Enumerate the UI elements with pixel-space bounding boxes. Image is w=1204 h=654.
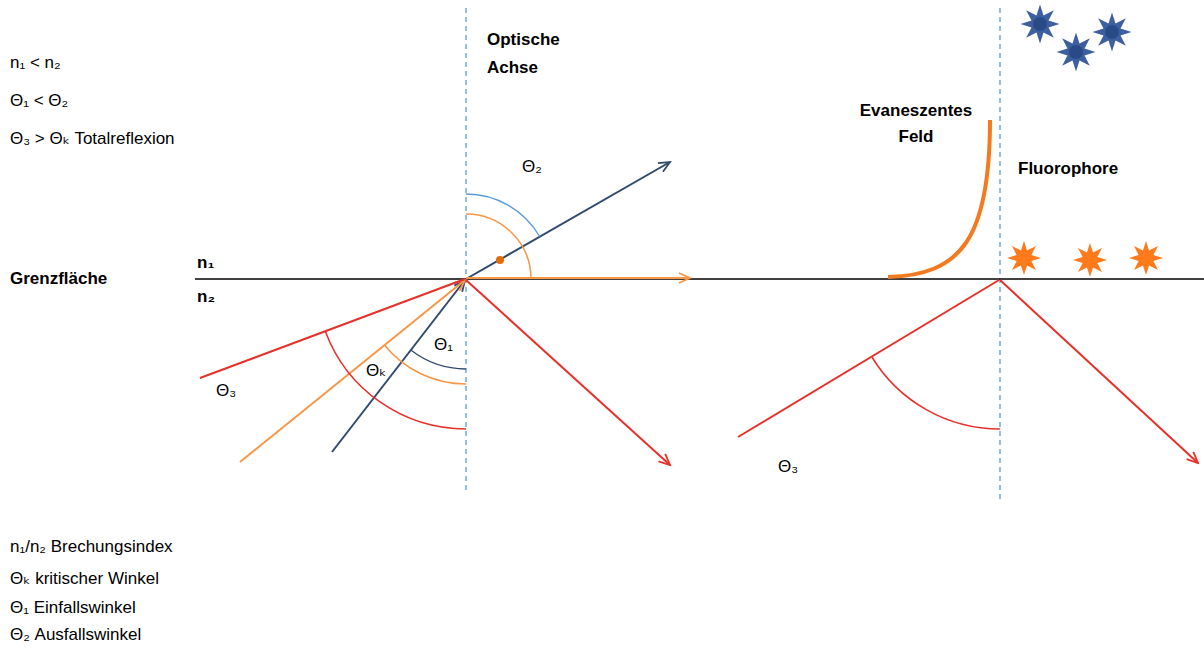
symbol-note: n₁/n₂ Brechungsindex bbox=[10, 536, 173, 558]
interface-line bbox=[195, 278, 1204, 280]
angle-label: Θ₃ bbox=[216, 380, 236, 402]
angle-arc bbox=[466, 214, 531, 279]
reflected-ray bbox=[466, 280, 670, 465]
optical-axis bbox=[999, 8, 1000, 500]
refracted-ray bbox=[466, 162, 670, 279]
fluorophore-label: Fluorophore bbox=[1018, 158, 1118, 180]
grazing-ray bbox=[466, 277, 690, 279]
field-label: Evaneszentes Feld bbox=[852, 98, 980, 150]
incident-ray bbox=[738, 280, 999, 437]
symbol-note: Θₖ kritischer Winkel bbox=[10, 568, 159, 590]
axis-label: Optische Achse bbox=[487, 26, 582, 82]
optical-axis bbox=[465, 8, 466, 492]
note: Θ₃ > Θₖ Totalreflexion bbox=[10, 128, 175, 150]
angle-arc bbox=[325, 331, 466, 429]
angle-label: Θ₃ bbox=[778, 456, 798, 478]
angle-label: Θ₂ bbox=[522, 156, 542, 178]
fluorophore-excited bbox=[1007, 241, 1163, 277]
angle-label: Θ₁ bbox=[434, 334, 453, 356]
symbol-note: Θ₂ Ausfallswinkel bbox=[10, 624, 141, 646]
note: n₁ < n₂ bbox=[10, 52, 61, 74]
fluorophore-unexcited bbox=[1020, 4, 1131, 71]
incident-ray bbox=[200, 279, 465, 378]
angle-arc bbox=[384, 345, 466, 384]
angle-label: Θₖ bbox=[366, 360, 386, 382]
right-angle-dot bbox=[496, 256, 504, 264]
critical-ray bbox=[240, 280, 465, 462]
reflected-ray bbox=[1000, 280, 1198, 463]
symbol-note: Θ₁ Einfallswinkel bbox=[10, 597, 136, 619]
index-label: n₂ bbox=[197, 286, 215, 308]
angle-arc bbox=[872, 357, 1000, 430]
incident-ray bbox=[332, 280, 465, 452]
note: Θ₁ < Θ₂ bbox=[10, 90, 68, 112]
interface-label: Grenzfläche bbox=[10, 268, 107, 290]
index-label: n₁ bbox=[197, 252, 214, 274]
